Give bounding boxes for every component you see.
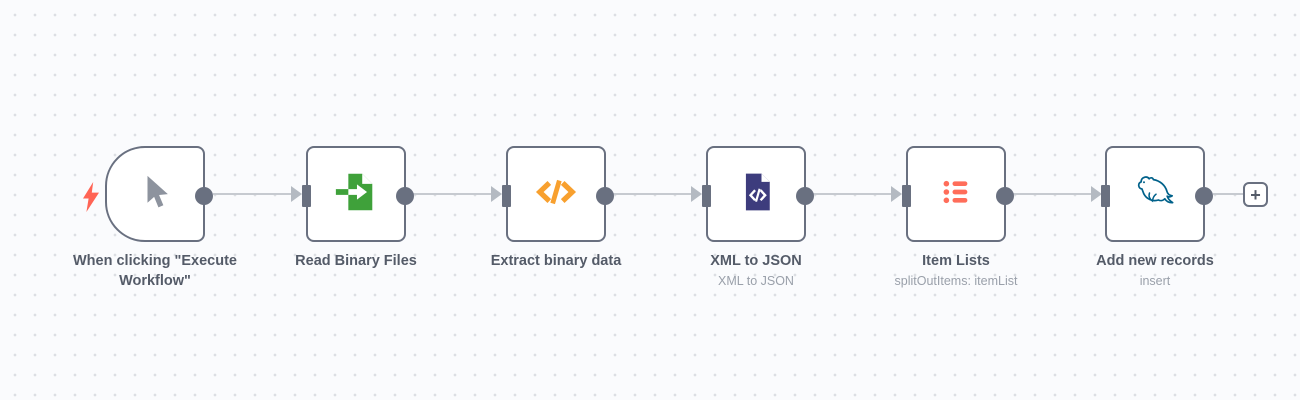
file-import-icon bbox=[333, 169, 379, 220]
output-port[interactable] bbox=[1195, 187, 1213, 205]
node-subtitle: splitOutItems: itemList bbox=[894, 273, 1018, 288]
connection-arrow-icon bbox=[491, 186, 502, 202]
node-label: When clicking "Execute Workflow" bbox=[49, 252, 261, 293]
node-title: Add new records bbox=[1096, 253, 1214, 269]
mouse-pointer-icon bbox=[140, 173, 170, 216]
list-icon bbox=[935, 171, 977, 218]
node-title: Read Binary Files bbox=[295, 253, 417, 269]
connection-line[interactable] bbox=[613, 193, 693, 195]
node-title: Item Lists bbox=[922, 253, 990, 269]
node-label: Read Binary Files bbox=[250, 252, 462, 274]
connection-stub-line bbox=[1213, 193, 1243, 195]
input-port[interactable] bbox=[1101, 185, 1110, 207]
node-extract-binary-data[interactable]: Extract binary data bbox=[491, 146, 621, 269]
connection-arrow-icon bbox=[1091, 186, 1102, 202]
node-mysql-add-new-records[interactable]: Add new records insert bbox=[1096, 146, 1214, 288]
node-read-binary-files[interactable]: Read Binary Files bbox=[295, 146, 417, 269]
connection-line[interactable] bbox=[413, 193, 493, 195]
code-brackets-icon bbox=[533, 171, 579, 218]
node-title: When clicking "Execute Workflow" bbox=[72, 253, 237, 289]
xml-file-icon bbox=[734, 170, 778, 219]
connection-arrow-icon bbox=[691, 186, 702, 202]
connection-line[interactable] bbox=[1013, 193, 1093, 195]
connection-arrow-icon bbox=[891, 186, 902, 202]
node-title: XML to JSON bbox=[710, 253, 802, 269]
connection-arrow-icon bbox=[291, 186, 302, 202]
node-label: XML to JSON XML to JSON bbox=[650, 252, 862, 289]
trigger-lightning-icon bbox=[83, 182, 99, 217]
connection-line[interactable] bbox=[213, 193, 293, 195]
node-item-lists[interactable]: Item Lists splitOutItems: itemList bbox=[895, 146, 1017, 288]
node-label: Extract binary data bbox=[450, 252, 662, 274]
node-label: Add new records insert bbox=[1049, 252, 1261, 289]
mysql-dolphin-icon bbox=[1131, 168, 1179, 221]
node-xml-to-json[interactable]: XML to JSON XML to JSON bbox=[702, 146, 814, 288]
output-port[interactable] bbox=[195, 187, 213, 205]
output-port[interactable] bbox=[596, 187, 614, 205]
output-port[interactable] bbox=[996, 187, 1014, 205]
input-port[interactable] bbox=[702, 185, 711, 207]
add-node-button[interactable]: + bbox=[1243, 182, 1268, 207]
output-port[interactable] bbox=[796, 187, 814, 205]
input-port[interactable] bbox=[902, 185, 911, 207]
input-port[interactable] bbox=[302, 185, 311, 207]
node-subtitle: XML to JSON bbox=[718, 273, 794, 288]
connection-line[interactable] bbox=[813, 193, 893, 195]
node-subtitle: insert bbox=[1139, 273, 1171, 288]
node-title: Extract binary data bbox=[490, 253, 622, 269]
node-label: Item Lists splitOutItems: itemList bbox=[850, 252, 1062, 289]
node-manual-trigger[interactable]: When clicking "Execute Workflow" bbox=[73, 146, 237, 289]
output-port[interactable] bbox=[396, 187, 414, 205]
input-port[interactable] bbox=[502, 185, 511, 207]
